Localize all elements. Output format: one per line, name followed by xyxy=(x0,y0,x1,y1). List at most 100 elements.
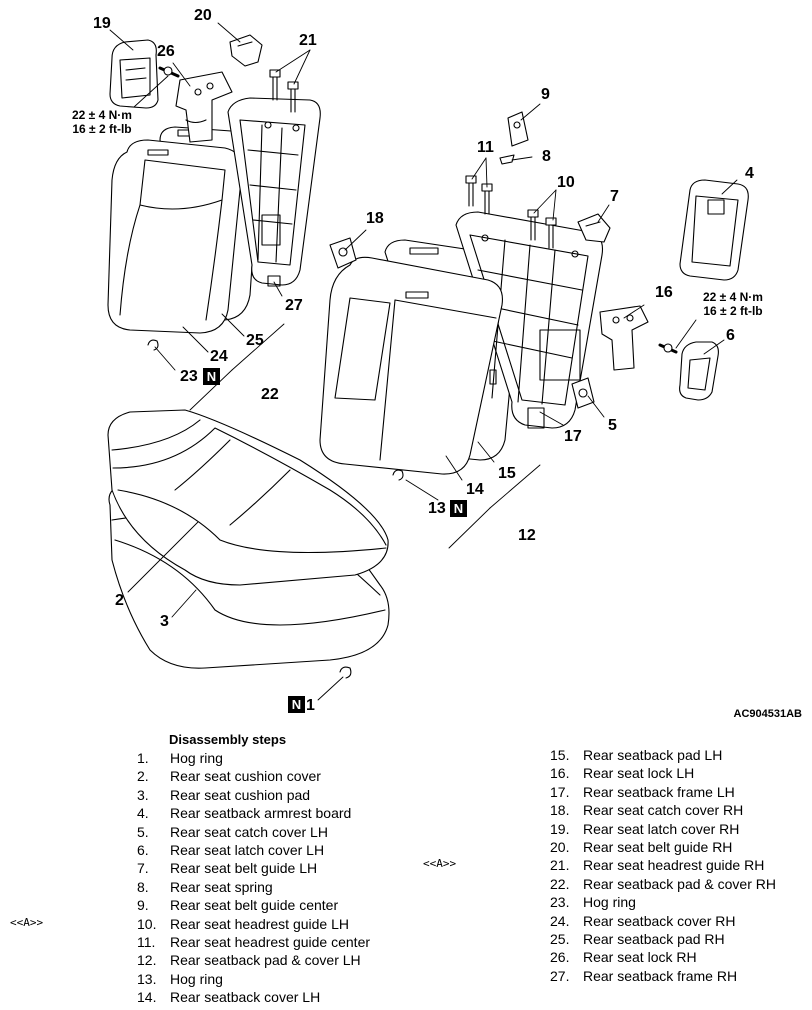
step-text: Rear seat lock RH xyxy=(583,949,697,966)
step-text: Rear seat catch cover LH xyxy=(170,823,328,840)
callout-6: 6 xyxy=(726,327,735,344)
step-item: 26.Rear seat lock RH xyxy=(550,948,776,966)
callout-25: 25 xyxy=(246,332,264,349)
callout-11: 11 xyxy=(477,139,494,156)
steps-column-right: 15. Rear seatback pad LH 16. Rear seat loc… xyxy=(550,746,776,985)
step-text: Rear seat cushion cover xyxy=(170,768,321,785)
step-text: Rear seatback pad & cover LH xyxy=(170,952,361,969)
step-item: 13.Hog ring xyxy=(137,970,370,988)
step-text: Rear seat catch cover RH xyxy=(583,802,744,819)
step-item: 21. Rear seat headrest guide RH xyxy=(550,856,776,874)
step-text: Rear seatback pad LH xyxy=(583,747,723,763)
callout-22: 22 xyxy=(261,386,279,403)
rh-seatback-frame xyxy=(227,97,321,287)
seat-spring xyxy=(499,154,515,165)
callout-23: 23 xyxy=(180,368,198,385)
step-item: 3.Rear seat cushion pad xyxy=(137,786,370,804)
step-number: 5. xyxy=(137,823,149,840)
step-number: 27. xyxy=(550,967,570,984)
step-item: 24.Rear seatback cover RH xyxy=(550,912,776,930)
callout-3: 3 xyxy=(160,613,169,630)
step-number: 15. xyxy=(550,747,570,763)
lh-catch-cover xyxy=(571,377,595,409)
step-text: Rear seat cushion pad xyxy=(170,786,311,803)
step-item: 5. Rear seat catch cover LH xyxy=(137,823,370,841)
lh-seatback-frame xyxy=(455,211,604,429)
step-number: 18. xyxy=(550,802,570,819)
step-text: Rear seat headrest guide RH xyxy=(583,857,765,874)
step-number: 8. xyxy=(137,878,149,895)
step-item: 11.Rear seat headrest guide center xyxy=(137,933,370,951)
torque-right-ftlb: 16 ± 2 ft-lb xyxy=(703,304,763,318)
torque-spec-left: 22 ± 4 N·m 16 ± 2 ft-lb xyxy=(72,108,132,136)
rh-seatback-cover xyxy=(107,139,243,334)
callout-2: 2 xyxy=(115,592,124,609)
center-belt-guide xyxy=(507,111,529,147)
step-number: 22. xyxy=(550,875,570,892)
step-item: 14.Rear seatback cover LH xyxy=(137,988,370,1006)
armrest-board xyxy=(679,179,749,281)
step-number: 17. xyxy=(550,783,570,800)
step-item: 15. Rear seatback pad LH xyxy=(550,746,776,764)
step-text: Rear seat latch cover RH xyxy=(583,820,740,837)
step-text: Rear seatback armrest board xyxy=(170,805,352,822)
lh-seatback-cover xyxy=(319,256,503,475)
callout-5: 5 xyxy=(608,417,617,434)
torque-left-nm: 22 ± 4 N·m xyxy=(72,108,132,122)
step-text: Rear seat belt guide LH xyxy=(170,860,318,877)
step-item: 8.Rear seat spring xyxy=(137,878,370,896)
callout-17: 17 xyxy=(564,428,582,445)
steps-column-left: 1.Hog ring 2.Rear seat cushion cover 3.R… xyxy=(137,749,370,1006)
step-number: 12. xyxy=(137,952,157,969)
step-text: Rear seatback frame LH xyxy=(583,783,735,800)
step-item: 7.Rear seat belt guide LH xyxy=(137,859,370,877)
step-text: Hog ring xyxy=(170,750,223,766)
procedure-ref-left: <<A>> xyxy=(10,916,44,929)
step-item: 17. Rear seatback frame LH xyxy=(550,783,776,801)
step-text: Rear seat headrest guide center xyxy=(170,933,371,950)
step-item: 23. Hog ring xyxy=(550,893,776,911)
callout-20: 20 xyxy=(194,7,212,24)
step-item: 27.Rear seatback frame RH xyxy=(550,967,776,985)
n-badge-13: N xyxy=(450,500,467,517)
step-item: 10.Rear seat headrest guide LH xyxy=(137,915,370,933)
rh-belt-guide xyxy=(229,34,263,67)
callout-26: 26 xyxy=(157,43,175,60)
step-text: Rear seatback pad RH xyxy=(583,930,725,947)
torque-left-ftlb: 16 ± 2 ft-lb xyxy=(72,122,132,136)
step-text: Hog ring xyxy=(583,894,636,911)
step-number: 10. xyxy=(137,915,157,932)
callout-10: 10 xyxy=(557,174,575,191)
step-number: 23. xyxy=(550,894,570,911)
procedure-ref-right: <<A>> xyxy=(423,857,457,870)
leader-lines xyxy=(109,22,738,701)
callout-14: 14 xyxy=(466,481,484,498)
step-number: 25. xyxy=(550,930,570,947)
callout-27: 27 xyxy=(285,297,303,314)
callout-19: 19 xyxy=(93,15,111,32)
step-item: 2.Rear seat cushion cover xyxy=(137,767,370,785)
callout-4: 4 xyxy=(745,165,754,182)
step-number: 20. xyxy=(550,838,570,855)
step-text: Rear seat belt guide RH xyxy=(583,838,733,855)
rear-seat-cushion-cover xyxy=(107,409,389,586)
callout-15: 15 xyxy=(498,465,516,482)
step-item: 9. Rear seat belt guide center xyxy=(137,896,370,914)
lh-latch-cover xyxy=(679,341,719,401)
step-number: 21. xyxy=(550,857,570,874)
step-number: 6. xyxy=(137,841,149,858)
torque-right-nm: 22 ± 4 N·m xyxy=(703,290,763,304)
callout-1: 1 xyxy=(306,697,315,714)
callout-7: 7 xyxy=(610,188,619,205)
callout-12: 12 xyxy=(518,527,536,544)
step-number: 9. xyxy=(137,897,149,914)
step-text: Hog ring xyxy=(170,970,223,987)
rh-latch-cover xyxy=(109,39,159,109)
rh-headrest-guides xyxy=(269,69,299,113)
callout-21: 21 xyxy=(299,32,317,49)
step-item: 19.Rear seat latch cover RH xyxy=(550,820,776,838)
callout-18: 18 xyxy=(366,210,384,227)
step-item: 6.Rear seat latch cover LH xyxy=(137,841,370,859)
step-text: Rear seat belt guide center xyxy=(170,897,339,914)
step-number: 16. xyxy=(550,765,570,782)
